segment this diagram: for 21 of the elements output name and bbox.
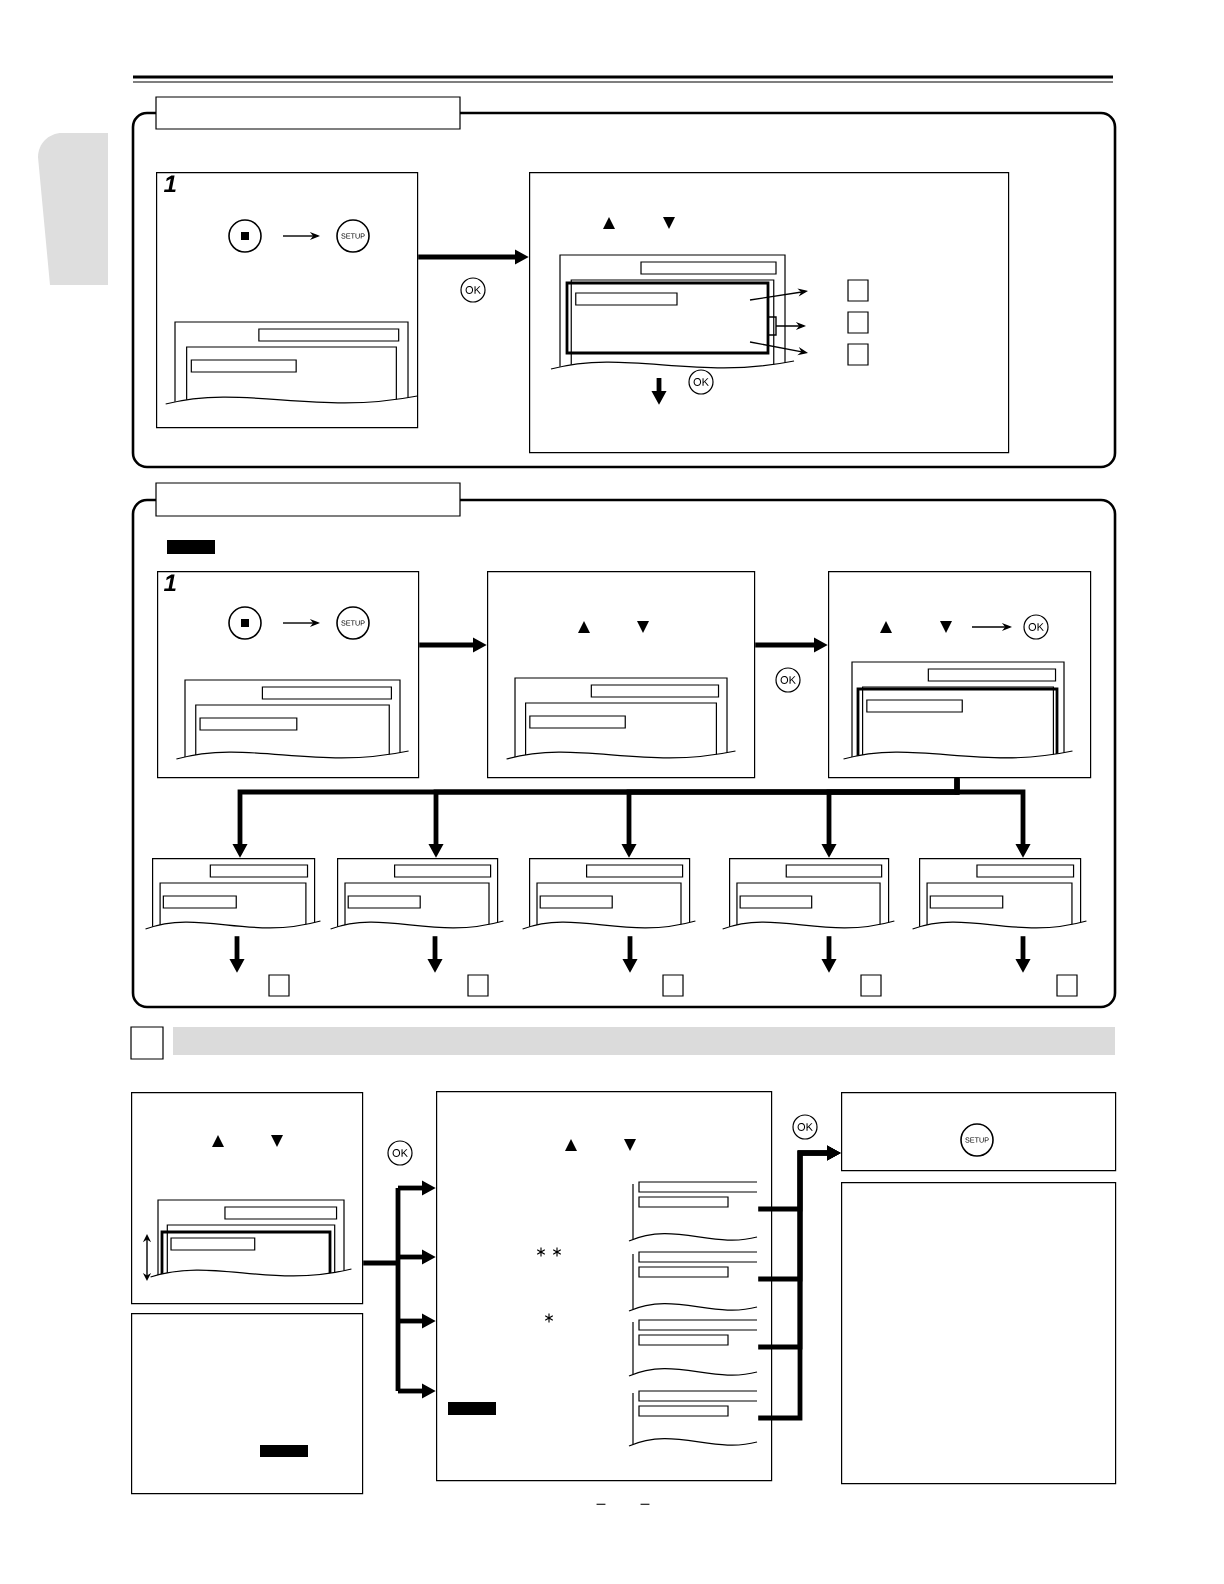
ok-button: OK — [460, 277, 486, 303]
instruction-panel — [487, 571, 756, 779]
menu-screen — [628, 1319, 758, 1377]
instruction-panel — [841, 1182, 1117, 1485]
ok-button: OK — [792, 1114, 818, 1140]
menu-screen — [628, 1181, 758, 1242]
step-number: 1 — [164, 175, 176, 193]
asterisk: ∗ — [552, 1247, 562, 1257]
asterisk: ∗ — [544, 1313, 554, 1323]
menu-screen — [628, 1251, 758, 1312]
page-dash: – — [640, 1503, 650, 1505]
ok-button: OK — [1023, 614, 1049, 640]
instruction-panel — [131, 1092, 364, 1305]
asterisk: ∗ — [536, 1247, 546, 1257]
page-dash: – — [596, 1503, 606, 1505]
ok-button: OK — [387, 1140, 413, 1166]
instruction-panel — [131, 1313, 364, 1495]
step-number: 1 — [164, 574, 176, 592]
ok-button: OK — [775, 667, 801, 693]
menu-screen — [628, 1390, 758, 1447]
ok-button: OK — [688, 369, 714, 395]
